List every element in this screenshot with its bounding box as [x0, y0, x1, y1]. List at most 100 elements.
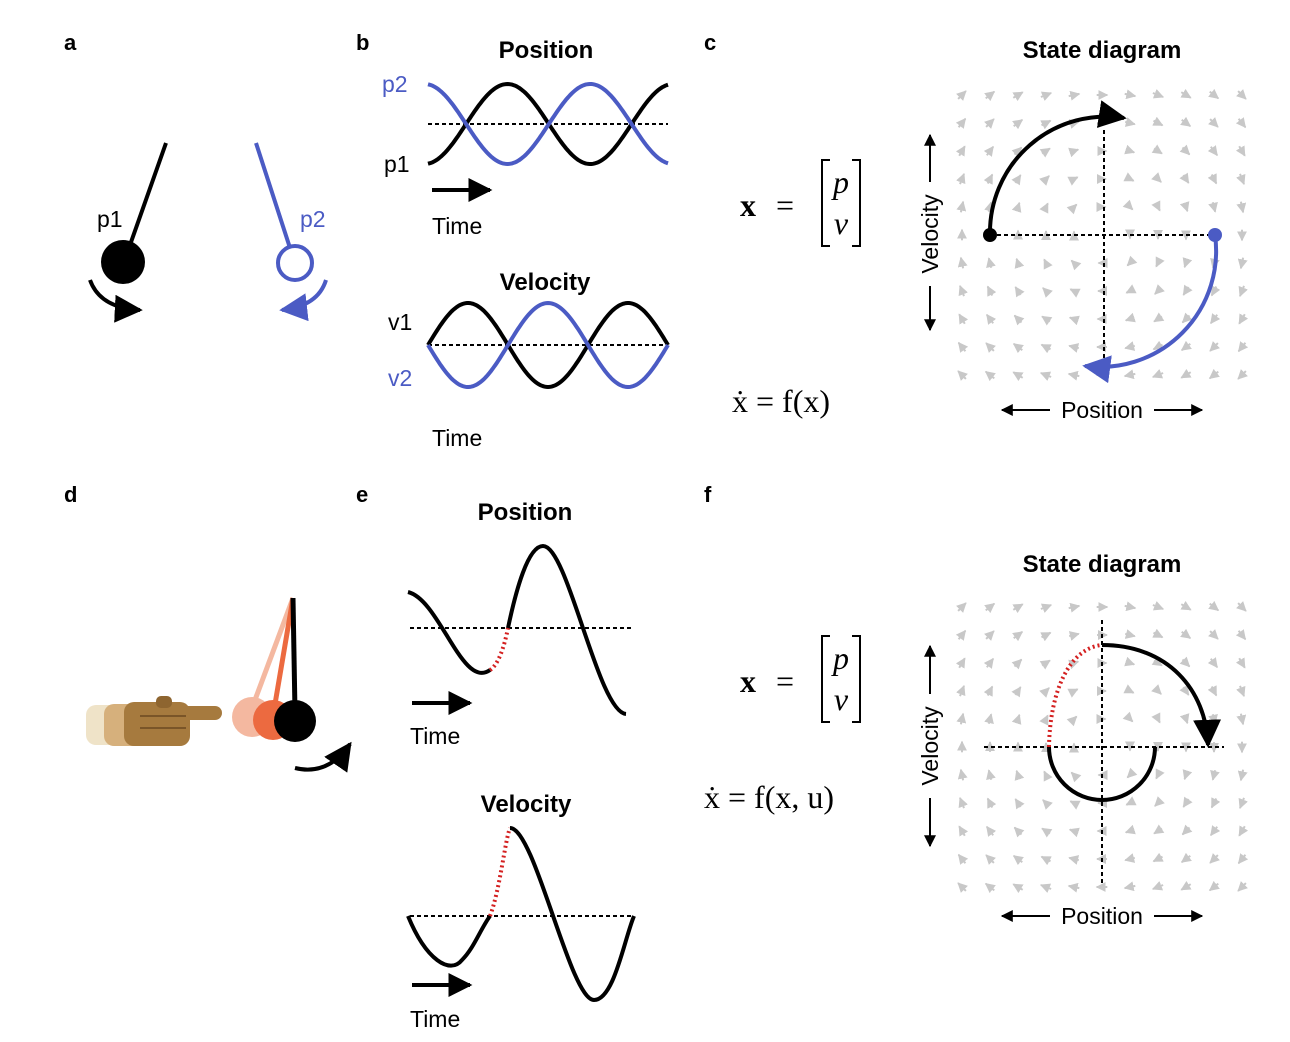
field-arrow — [1039, 659, 1051, 670]
field-arrow — [1039, 883, 1052, 893]
field-arrow — [1237, 881, 1248, 892]
field-arrow — [1069, 800, 1081, 810]
field-arrow — [1011, 146, 1023, 158]
start-point-blue — [1208, 228, 1222, 242]
field-arrow — [1237, 853, 1249, 865]
field-arrow — [1066, 203, 1078, 215]
field-arrow — [1068, 343, 1080, 353]
perturbed-position-title: Position — [478, 499, 573, 526]
field-arrow — [1043, 258, 1053, 270]
field-arrow — [1208, 713, 1218, 725]
field-arrow — [1152, 628, 1164, 639]
field-arrow — [1235, 117, 1247, 129]
field-arrow — [956, 602, 967, 613]
field-arrow — [1039, 175, 1050, 186]
velocity-title: Velocity — [500, 269, 591, 296]
field-arrow — [1209, 825, 1221, 837]
field-arrow — [1180, 628, 1192, 640]
hand-pointing-icon — [86, 696, 222, 746]
field-arrow — [1039, 147, 1051, 158]
field-arrow — [1182, 769, 1193, 781]
field-arrow — [1151, 881, 1164, 891]
field-arrow — [1179, 656, 1191, 668]
field-arrow — [1123, 172, 1135, 182]
controlled-velocity-label-bg — [919, 694, 941, 798]
field-arrow — [1152, 852, 1164, 863]
field-arrow — [1043, 770, 1053, 782]
field-arrow — [1040, 91, 1053, 101]
state-vector-lhs: x — [740, 187, 756, 223]
field-arrow — [1180, 852, 1192, 864]
field-arrow — [1151, 684, 1162, 695]
field-arrow — [984, 713, 994, 725]
bracket-right — [852, 159, 861, 247]
field-arrow — [1208, 600, 1220, 612]
field-arrow — [986, 769, 996, 781]
field-arrow — [1040, 855, 1052, 866]
field-arrow — [1181, 312, 1193, 324]
field-arrow — [1153, 824, 1165, 835]
field-arrow — [1179, 684, 1190, 696]
field-arrow — [1122, 199, 1134, 211]
field-arrow — [1236, 89, 1247, 100]
equals-sign: = — [776, 187, 794, 223]
field-arrow — [983, 685, 994, 697]
field-arrow — [1041, 315, 1053, 326]
field-arrow — [1179, 172, 1190, 184]
pendulum-rod-faded-2 — [271, 597, 296, 711]
field-arrow — [956, 712, 967, 725]
field-arrow — [1070, 771, 1082, 783]
field-arrow — [1069, 288, 1081, 298]
controlled-bracket-left — [821, 635, 830, 723]
field-arrow — [957, 341, 969, 353]
perturbed-time-label-1: Time — [410, 723, 460, 749]
field-arrow — [1155, 256, 1165, 268]
controlled-position-axis-label: Position — [1061, 903, 1143, 929]
field-arrow — [1122, 711, 1134, 723]
field-arrow — [1180, 340, 1192, 352]
field-arrow — [1151, 200, 1161, 212]
velocity-axis-label: Velocity — [917, 194, 943, 274]
field-arrow — [1012, 371, 1024, 382]
field-arrow — [1210, 797, 1221, 809]
field-arrow — [1207, 657, 1219, 669]
position-trace-before — [407, 590, 492, 675]
field-arrow — [1012, 118, 1024, 130]
velocity-label-bg — [919, 182, 941, 286]
field-arrow — [1067, 688, 1079, 698]
trajectory-blue — [1082, 234, 1219, 384]
panel-c: x = p v ẋ = f(x) State diagram Velocity … — [732, 37, 1249, 423]
label-v1: v1 — [388, 309, 412, 335]
field-arrow — [983, 145, 995, 157]
field-arrow — [1182, 796, 1193, 808]
field-arrow — [957, 256, 968, 269]
field-arrow — [1209, 341, 1220, 352]
field-arrow — [1152, 340, 1164, 351]
position-trace-push — [488, 627, 510, 672]
field-arrow — [1210, 769, 1220, 781]
field-arrow — [1011, 201, 1022, 213]
field-arrow — [1238, 285, 1248, 298]
field-arrow — [1238, 825, 1249, 837]
time-label-1: Time — [432, 213, 482, 239]
field-arrow — [1236, 713, 1247, 726]
field-arrow — [1152, 601, 1165, 611]
field-arrow — [1067, 176, 1079, 186]
velocity-trace-before — [406, 914, 492, 968]
field-arrow — [1180, 116, 1192, 128]
field-arrow — [1126, 255, 1138, 267]
state-diagram-title: State diagram — [1023, 37, 1182, 64]
field-arrow — [1180, 88, 1192, 99]
field-arrow — [955, 629, 967, 641]
field-arrow — [985, 313, 997, 325]
field-arrow — [1011, 174, 1022, 186]
field-arrow — [1238, 313, 1249, 325]
field-arrow — [1124, 341, 1136, 351]
field-arrow — [1208, 368, 1220, 380]
field-arrow — [1154, 284, 1165, 295]
field-arrow — [1237, 257, 1248, 270]
field-arrow — [1011, 658, 1023, 670]
label-v2: v2 — [388, 365, 412, 391]
field-arrow — [1012, 603, 1024, 614]
field-arrow — [1236, 201, 1247, 214]
